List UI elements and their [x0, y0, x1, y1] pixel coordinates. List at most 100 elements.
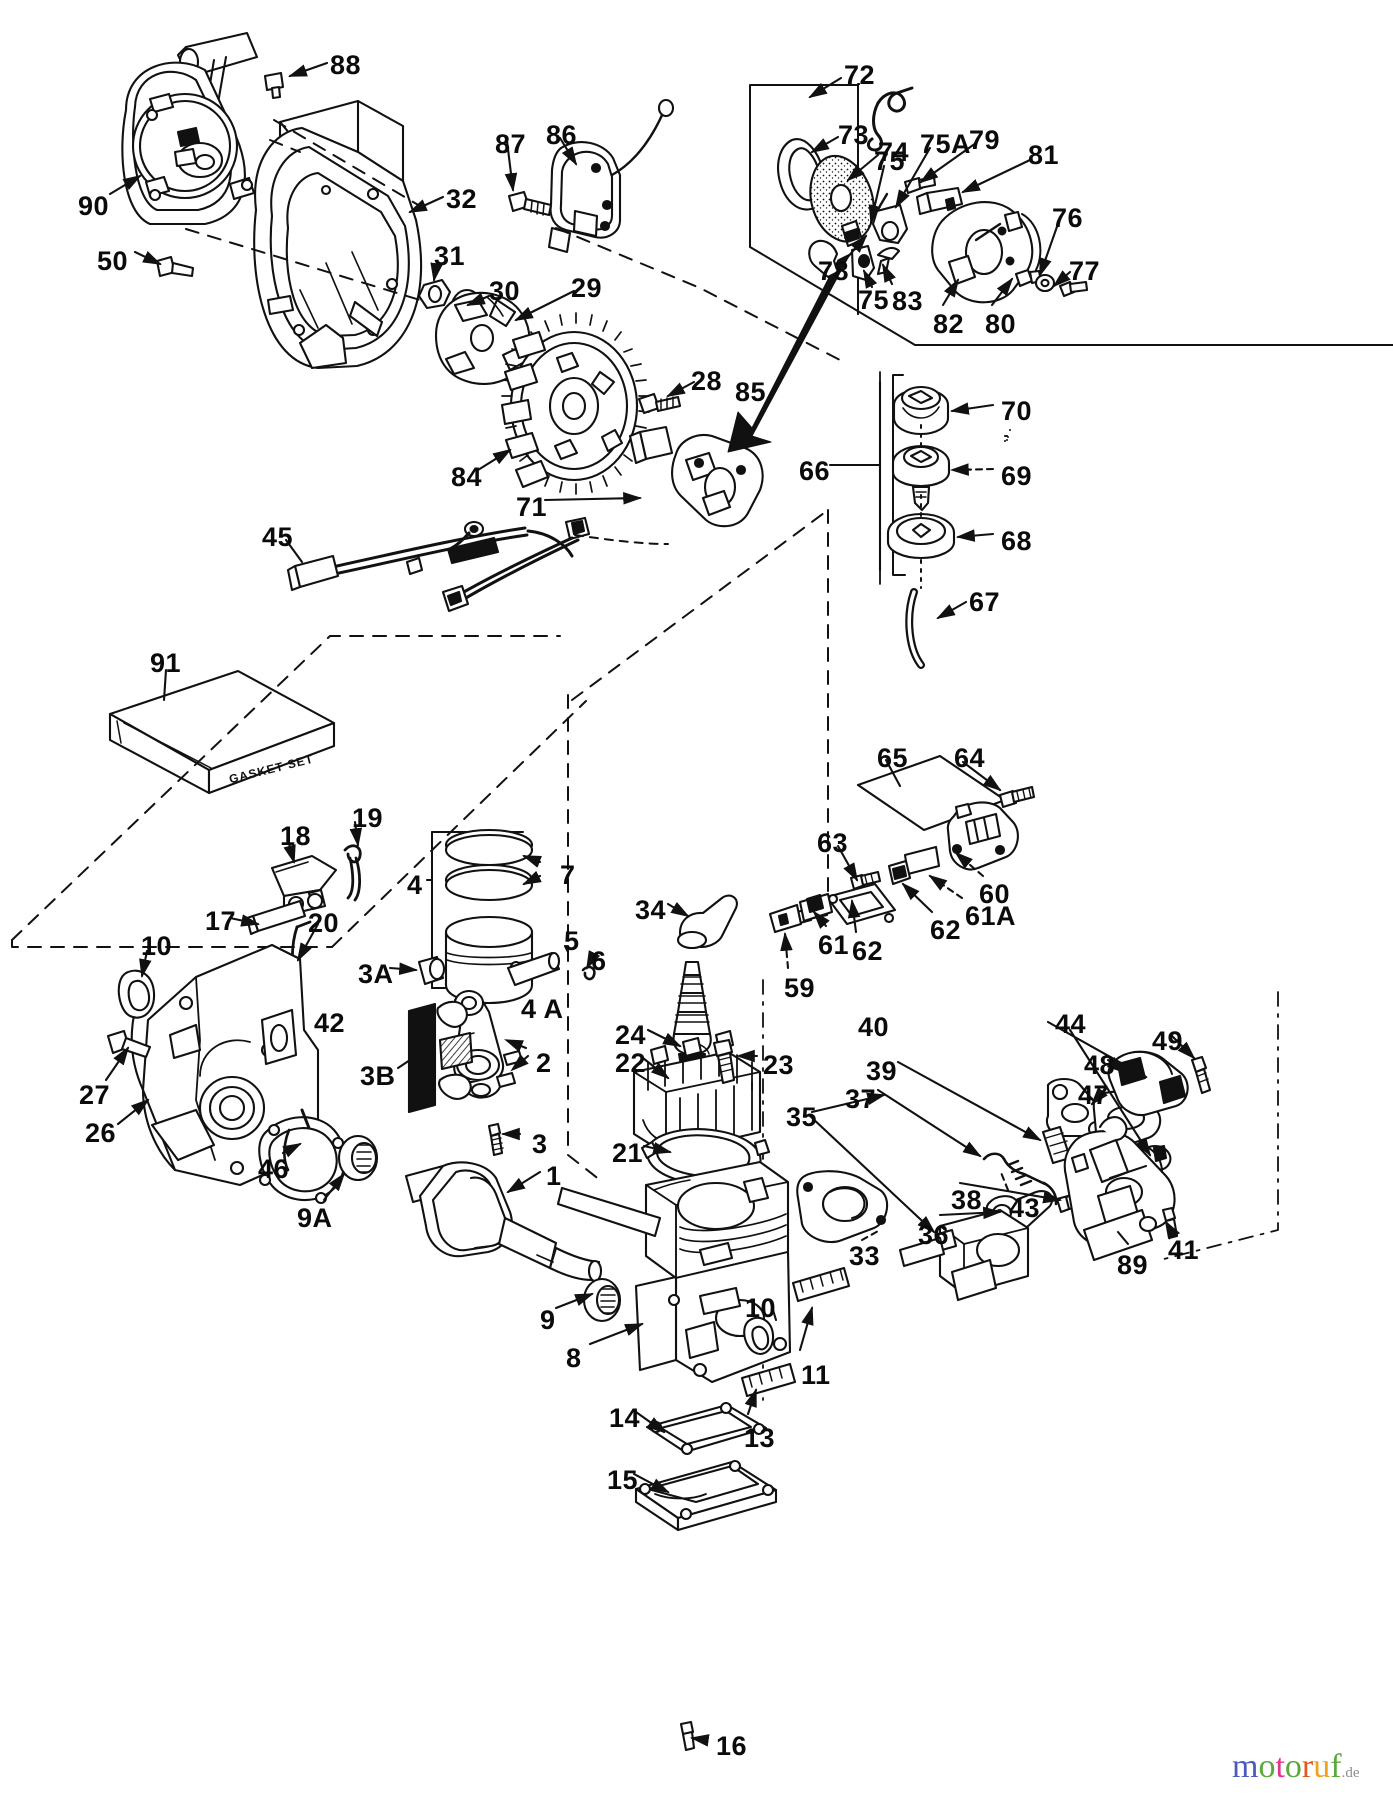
- part-callout-24: 24: [615, 1020, 647, 1050]
- part-callout-3A: 3A: [358, 959, 394, 989]
- part-callout-81: 81: [1028, 140, 1060, 170]
- part-callout-45: 45: [262, 522, 294, 552]
- part-callout-9A: 9A: [297, 1203, 333, 1233]
- part-callout-75: 75: [858, 285, 890, 315]
- part-callout-15: 15: [607, 1465, 639, 1495]
- part-callout-11: 11: [801, 1360, 831, 1390]
- part-callout-3B: 3B: [360, 1061, 396, 1091]
- part-callout-17: 17: [205, 906, 237, 936]
- watermark-suffix: .de: [1341, 1765, 1360, 1781]
- part-callout-1: 1: [546, 1161, 562, 1191]
- part-callout-79: 79: [969, 125, 1001, 155]
- part-callout-48: 48: [1084, 1050, 1116, 1080]
- part-callout-83: 83: [892, 286, 924, 316]
- part-callout-2: 2: [536, 1048, 552, 1078]
- part-callout-19: 19: [352, 803, 384, 833]
- part-callout-14: 14: [609, 1403, 641, 1433]
- part-callout-5: 5: [564, 926, 580, 956]
- part-callout-84: 84: [451, 462, 483, 492]
- part-callout-35: 35: [786, 1102, 818, 1132]
- part-callout-47: 47: [1078, 1080, 1110, 1110]
- part-callout-76: 76: [1052, 203, 1084, 233]
- part-callout-32: 32: [446, 184, 478, 214]
- part-callout-9: 9: [540, 1305, 556, 1335]
- part-callout-13: 13: [744, 1423, 776, 1453]
- part-callout-7: 7: [560, 860, 576, 890]
- part-callout-44: 44: [1055, 1009, 1087, 1039]
- watermark-letter-m-0: m: [1232, 1748, 1259, 1785]
- part-callout-70: 70: [1001, 396, 1033, 426]
- part-callout-30: 30: [489, 276, 521, 306]
- watermark-letter-o-1: o: [1258, 1748, 1276, 1785]
- part-callout-21: 21: [612, 1138, 644, 1168]
- part-callout-60: 60: [979, 879, 1011, 909]
- part-callout-16: 16: [716, 1731, 748, 1761]
- part-callout-4A: 4 A: [521, 994, 564, 1024]
- part-callout-86: 86: [546, 120, 578, 150]
- part-callout-62: 62: [930, 915, 962, 945]
- part-callout-34: 34: [635, 895, 667, 925]
- part-callout-61A: 61A: [965, 901, 1017, 931]
- part-callout-29: 29: [571, 273, 603, 303]
- part-callout-28: 28: [691, 366, 723, 396]
- part-callout-4: 4: [407, 870, 423, 900]
- part-callout-82: 82: [933, 309, 965, 339]
- part-callout-36: 36: [918, 1220, 950, 1250]
- part-callout-68: 68: [1001, 526, 1033, 556]
- part-callout-42: 42: [314, 1008, 346, 1038]
- part-callout-31: 31: [434, 241, 466, 271]
- part-callout-91: 91: [150, 648, 182, 678]
- part-callout-75: 75: [874, 146, 906, 176]
- part-callout-50: 50: [97, 246, 129, 276]
- part-callout-85: 85: [735, 377, 767, 407]
- part-callout-41: 41: [1168, 1235, 1200, 1265]
- part-callout-67: 67: [969, 587, 1001, 617]
- part-callout-6: 6: [591, 946, 607, 976]
- part-callout-64: 64: [954, 743, 986, 773]
- part-callout-3: 3: [532, 1129, 548, 1159]
- part-callout-26: 26: [85, 1118, 117, 1148]
- part-callout-72: 72: [844, 60, 876, 90]
- part-callout-80: 80: [985, 309, 1017, 339]
- part-callout-66: 66: [799, 456, 831, 486]
- part-callout-39: 39: [866, 1056, 898, 1086]
- part-callout-23: 23: [763, 1050, 795, 1080]
- part-callout-33: 33: [849, 1241, 881, 1271]
- part-callout-65: 65: [877, 743, 909, 773]
- part-callout-59: 59: [784, 973, 816, 1003]
- part-callout-46: 46: [258, 1154, 290, 1184]
- part-callout-69: 69: [1001, 461, 1033, 491]
- part-callout-74: 74: [878, 137, 910, 167]
- part-callout-10: 10: [141, 931, 173, 961]
- part-callout-61: 61: [818, 930, 850, 960]
- part-callout-77: 77: [1069, 256, 1101, 286]
- part-callout-88: 88: [330, 50, 362, 80]
- part-callout-73: 73: [838, 120, 870, 150]
- part-callout-18: 18: [280, 821, 312, 851]
- part-callout-38: 38: [951, 1185, 983, 1215]
- part-callout-62: 62: [852, 936, 884, 966]
- part-callout-40: 40: [858, 1012, 890, 1042]
- part-callout-75A: 75A: [920, 129, 972, 159]
- part-callout-78: 78: [818, 256, 850, 286]
- watermark-letter-f-6: f: [1330, 1748, 1342, 1785]
- part-callout-37: 37: [845, 1084, 877, 1114]
- motoruf-watermark: motoruf.de: [1232, 1748, 1359, 1786]
- part-callout-90: 90: [78, 191, 110, 221]
- part-callout-22: 22: [615, 1048, 647, 1078]
- part-callout-8: 8: [566, 1343, 582, 1373]
- part-callout-87: 87: [495, 129, 527, 159]
- part-callout-10: 10: [745, 1293, 777, 1323]
- part-callout-63: 63: [817, 828, 849, 858]
- part-callout-43: 43: [1009, 1193, 1041, 1223]
- watermark-letter-r-4: r: [1301, 1748, 1314, 1785]
- watermark-letter-t-2: t: [1275, 1748, 1285, 1785]
- part-callout-20: 20: [308, 908, 340, 938]
- watermark-letter-o-3: o: [1284, 1748, 1302, 1785]
- part-callout-49: 49: [1152, 1026, 1184, 1056]
- watermark-letter-u-5: u: [1313, 1748, 1331, 1785]
- part-callout-71: 71: [516, 492, 548, 522]
- part-callout-89: 89: [1117, 1250, 1149, 1280]
